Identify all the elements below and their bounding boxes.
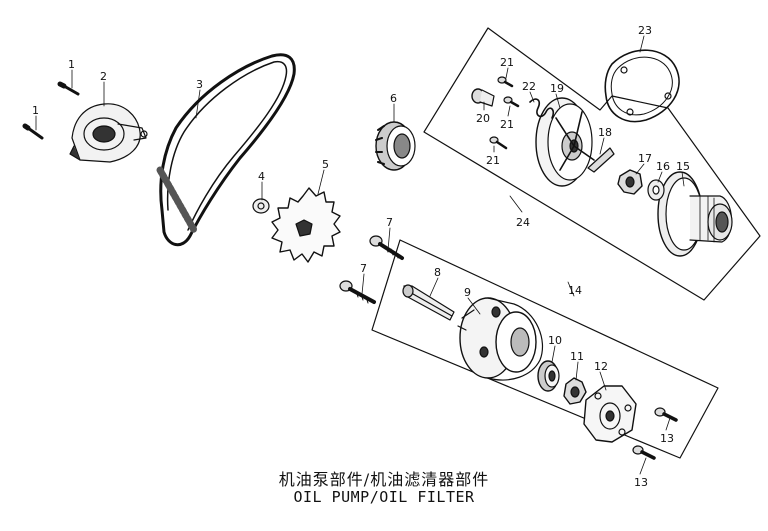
callout-19: 19 <box>550 82 564 95</box>
callout-14: 14 <box>568 284 582 297</box>
callout-7a: 7 <box>386 216 393 229</box>
screw-21-middle <box>503 96 520 108</box>
callout-21c: 21 <box>486 154 500 167</box>
callout-13a: 13 <box>660 432 674 445</box>
callout-21b: 21 <box>500 118 514 131</box>
bolt-7-upper <box>369 235 404 260</box>
clip-18 <box>587 147 615 173</box>
callout-4: 4 <box>258 170 265 183</box>
group-box-14 <box>371 239 719 459</box>
title-chinese: 机油泵部件/机油滤清器部件 <box>278 470 490 489</box>
filter-rotor-15 <box>657 171 733 257</box>
callout-5: 5 <box>322 158 329 171</box>
callout-10: 10 <box>548 334 562 347</box>
group-box-24 <box>423 27 761 301</box>
callout-7b: 7 <box>360 262 367 275</box>
callout-12: 12 <box>594 360 608 373</box>
screw-13-lower <box>632 445 656 460</box>
washer-4 <box>252 198 270 214</box>
screw-13-upper <box>654 407 678 422</box>
callout-2: 2 <box>100 70 107 83</box>
callout-22: 22 <box>522 80 536 93</box>
callout-9: 9 <box>464 286 471 299</box>
callout-15: 15 <box>676 160 690 173</box>
callout-24: 24 <box>516 216 530 229</box>
sprocket-5 <box>271 187 341 263</box>
nut-17 <box>617 169 643 195</box>
callout-21a: 21 <box>500 56 514 69</box>
filter-cover-19 <box>535 97 595 187</box>
callout-16: 16 <box>656 160 670 173</box>
outer-rotor-11 <box>563 377 587 405</box>
spring-22 <box>529 98 555 119</box>
drive-chain-3 <box>156 53 296 247</box>
pump-cover-12 <box>583 385 637 443</box>
pump-body-9 <box>457 297 544 381</box>
gasket-23 <box>604 49 680 123</box>
callout-11: 11 <box>570 350 584 363</box>
callout-23: 23 <box>638 24 652 37</box>
chain-cover-2 <box>69 103 148 163</box>
callout-20: 20 <box>476 112 490 125</box>
callout-18: 18 <box>598 126 612 139</box>
screw-21-top <box>497 76 514 88</box>
bolt-1-upper <box>57 81 80 96</box>
callout-17: 17 <box>638 152 652 165</box>
callout-6: 6 <box>390 92 397 105</box>
leader-lines <box>35 35 685 475</box>
pump-shaft-8 <box>402 284 455 321</box>
callout-1a: 1 <box>68 58 75 71</box>
bolt-20 <box>471 88 495 107</box>
callout-8: 8 <box>434 266 441 279</box>
callout-3: 3 <box>196 78 203 91</box>
bolt-7-lower <box>339 280 376 304</box>
washer-16 <box>647 179 665 201</box>
callout-1b: 1 <box>32 104 39 117</box>
title-english: OIL PUMP/OIL FILTER <box>293 488 475 506</box>
bolt-1-lower <box>22 123 44 140</box>
gear-6 <box>375 121 416 171</box>
screw-21-bottom <box>489 136 508 150</box>
callout-13b: 13 <box>634 476 648 489</box>
inner-rotor-10 <box>537 360 560 392</box>
